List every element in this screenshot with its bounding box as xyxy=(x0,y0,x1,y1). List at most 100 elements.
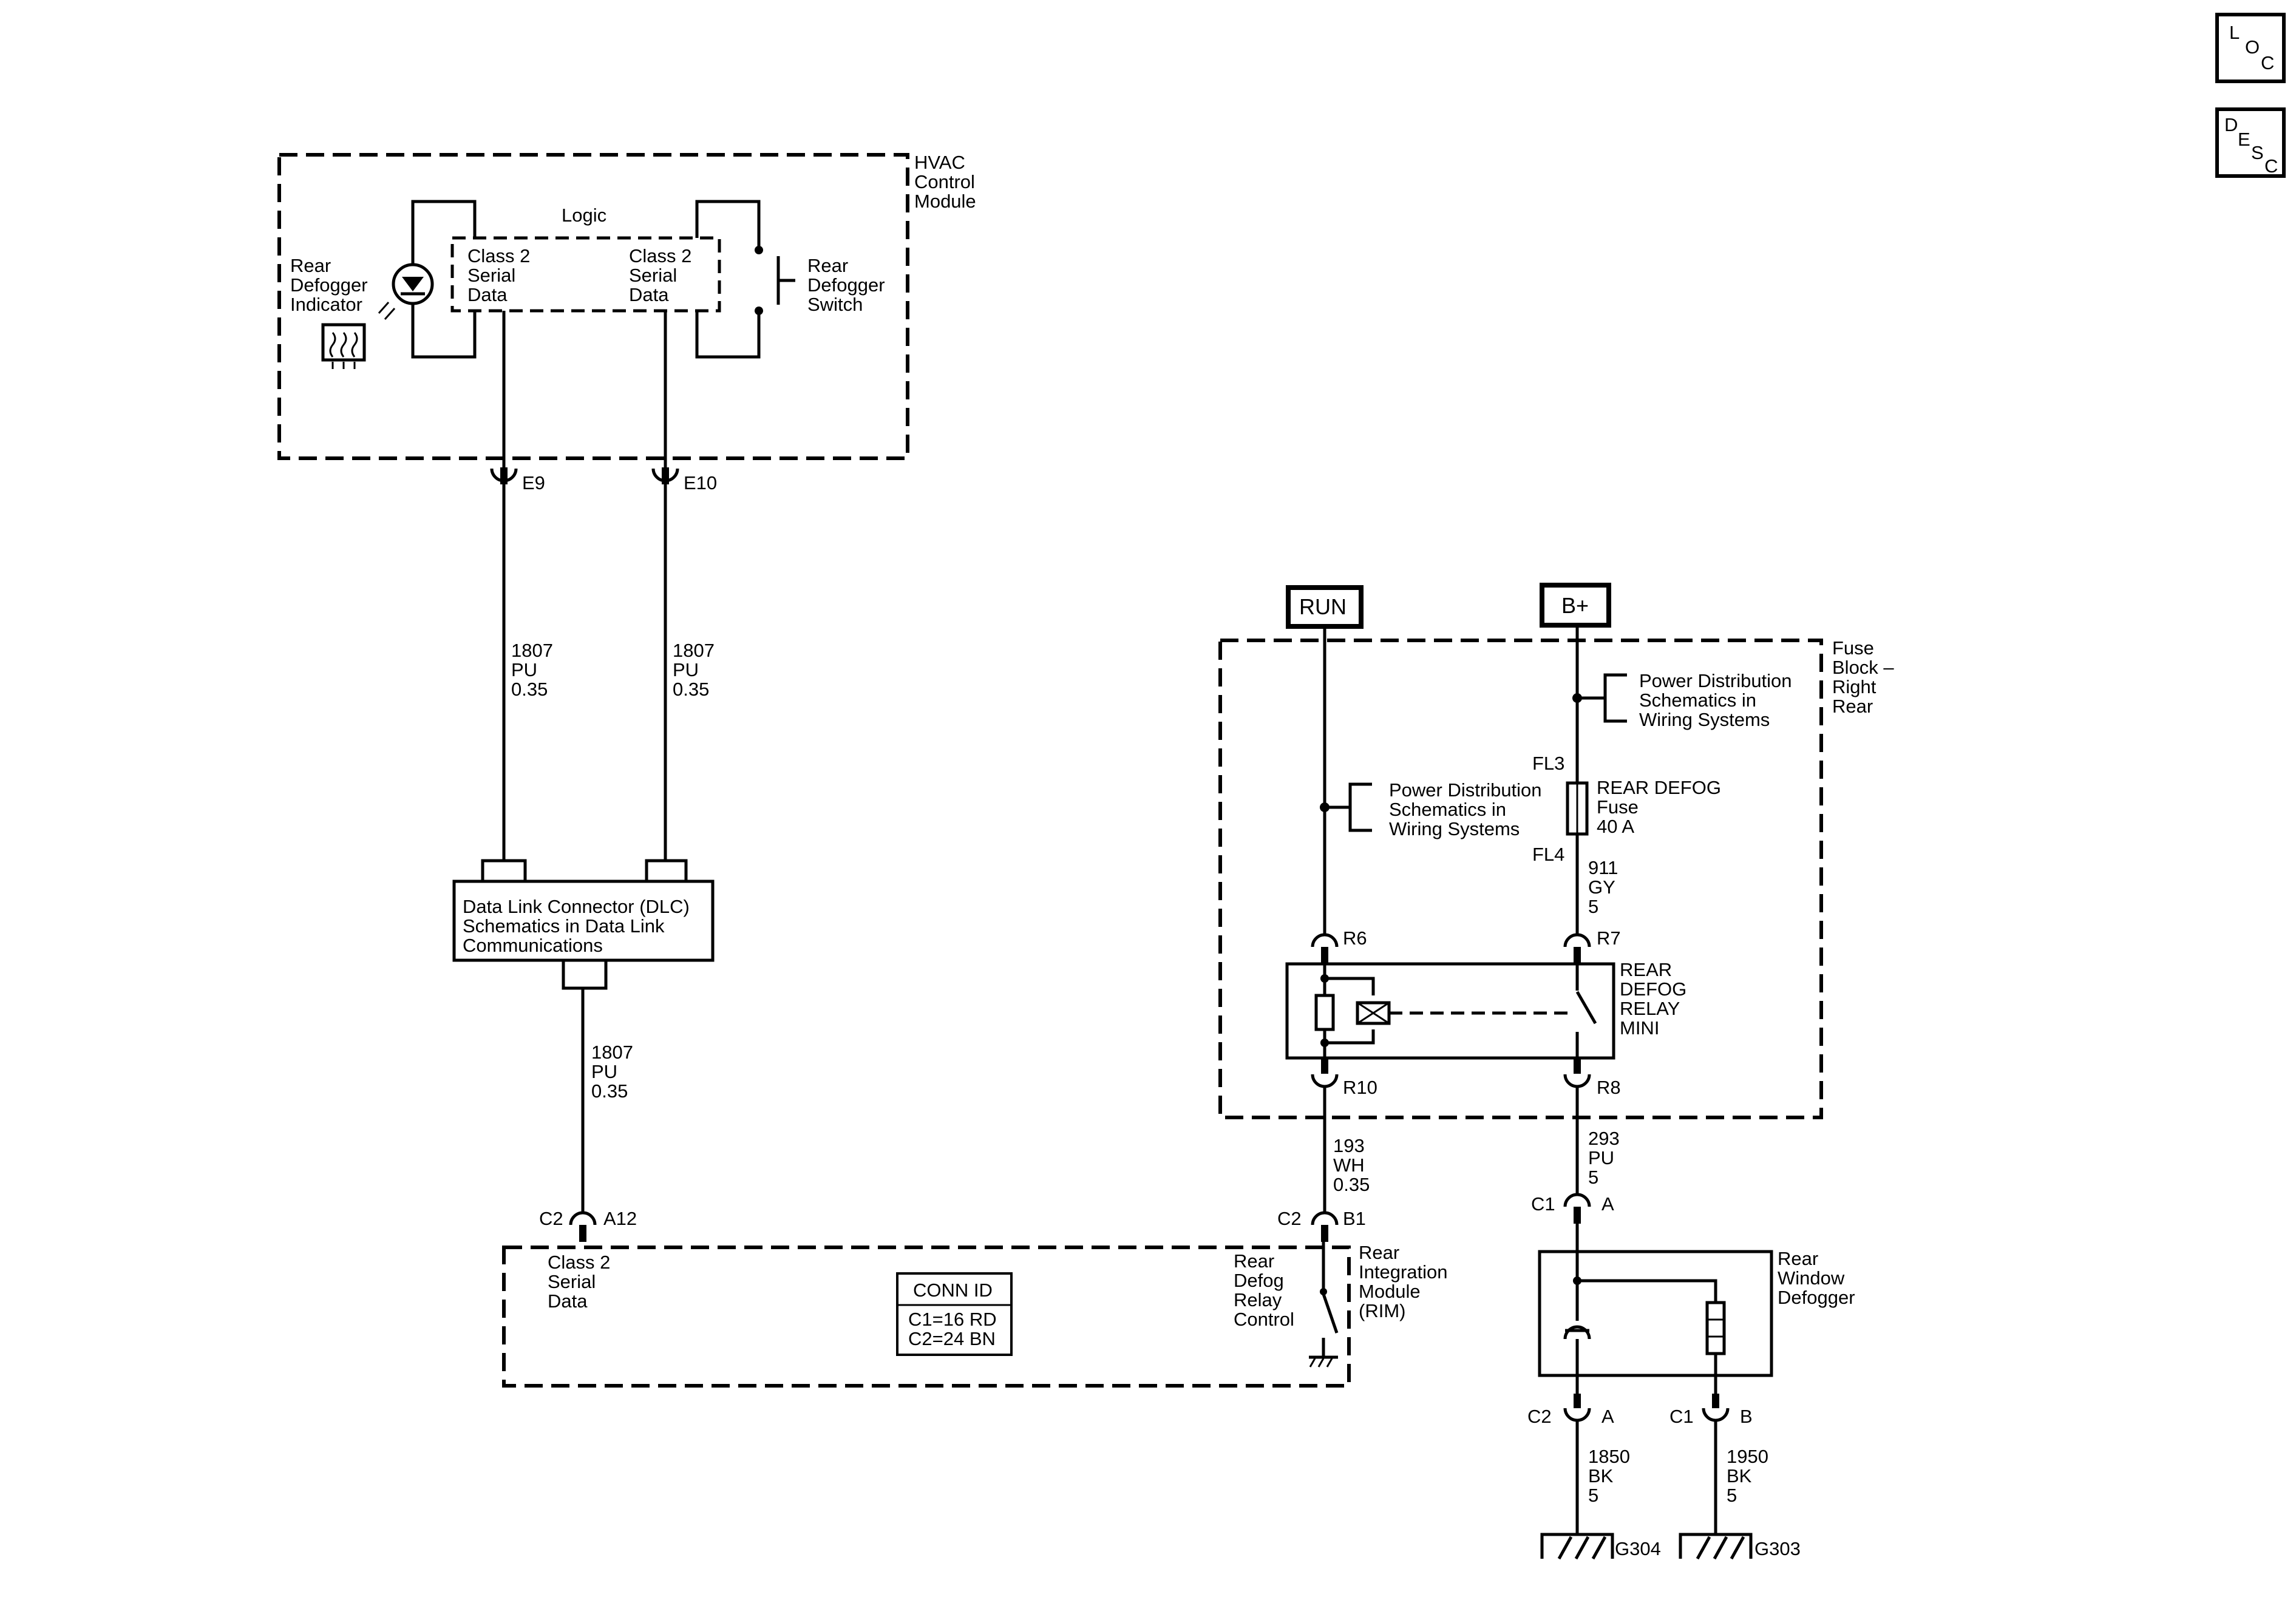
desc-button[interactable]: D E S C xyxy=(2215,107,2286,178)
wire-1850-line3: 5 xyxy=(1588,1485,1598,1506)
c2-a12-connector-label: C2 xyxy=(539,1208,563,1229)
wire-911-line3: 5 xyxy=(1588,896,1598,917)
wire-1807-right-line3: 0.35 xyxy=(673,679,709,700)
connector-r7: R7 xyxy=(1563,927,1621,964)
a12-pin-label: A12 xyxy=(603,1208,637,1229)
connector-c2-b1: C2 B1 xyxy=(1277,1208,1366,1242)
fuse-block-title-line2: Block – xyxy=(1832,657,1894,678)
c1-a-connector-label: C1 xyxy=(1531,1193,1555,1215)
dlc-reference-box[interactable]: Data Link Connector (DLC) Schematics in … xyxy=(452,880,715,962)
desc-letter-s: S xyxy=(2251,142,2264,163)
connector-c1-b: C1 B xyxy=(1669,1394,1753,1427)
conn-id-table: CONN ID C1=16 RD C2=24 BN xyxy=(896,1272,1013,1356)
defogger-title-line3: Defogger xyxy=(1778,1287,1855,1308)
relay-resistor-icon xyxy=(1314,994,1335,1031)
logic-box xyxy=(450,236,721,313)
conn-id-row2: C2=24 BN xyxy=(908,1328,996,1349)
rim-title-line4: (RIM) xyxy=(1359,1300,1405,1321)
c1-b-connector-label: C1 xyxy=(1669,1406,1694,1427)
rim-class2-line3: Data xyxy=(548,1290,588,1312)
loc-letter-c: C xyxy=(2261,52,2274,73)
class2-left-line2: Serial xyxy=(467,265,515,286)
wire-1807-right-line2: PU xyxy=(673,659,699,680)
dlc-line1: Data Link Connector (DLC) xyxy=(463,896,690,917)
c2-a-pin-label: A xyxy=(1601,1406,1614,1427)
desc-letter-d: D xyxy=(2224,114,2238,135)
pd-right-line2: Schematics in xyxy=(1639,690,1756,711)
wire-1807-lower-line2: PU xyxy=(591,1061,617,1082)
defogger-title-line1: Rear xyxy=(1778,1248,1818,1269)
hvac-title-line2: Control xyxy=(914,171,975,192)
fl4-label: FL4 xyxy=(1532,844,1564,865)
dlc-line3: Communications xyxy=(463,935,603,956)
indicator-label-line2: Defogger xyxy=(290,274,368,296)
switch-label-line3: Switch xyxy=(807,294,863,315)
wire-193-line3: 0.35 xyxy=(1333,1174,1370,1195)
dlc-line2: Schematics in Data Link xyxy=(463,915,665,937)
rear-window-defogger xyxy=(1538,1224,1773,1377)
wire-293-line2: PU xyxy=(1588,1147,1614,1168)
conn-id-title: CONN ID xyxy=(913,1280,993,1301)
wire-1850-line1: 1850 xyxy=(1588,1446,1630,1467)
rear-defog-relay xyxy=(1285,962,1615,1060)
r8-label: R8 xyxy=(1597,1077,1621,1098)
hvac-control-module: HVAC Control Module Logic Class 2 Serial… xyxy=(277,152,976,467)
pin-e10-label: E10 xyxy=(684,472,717,493)
pin-e9-label: E9 xyxy=(522,472,545,493)
relay-coil-icon xyxy=(1356,1001,1391,1025)
rim-relay-switch-icon xyxy=(1322,1293,1339,1334)
connector-r6: R6 xyxy=(1311,927,1367,964)
class2-left-line3: Data xyxy=(467,284,508,305)
r6-label: R6 xyxy=(1343,927,1367,949)
rear-defogger-symbol-icon xyxy=(321,323,366,369)
connector-c2-a: C2 A xyxy=(1527,1394,1614,1427)
rim-ground-icon xyxy=(1309,1355,1338,1368)
rim-title-line1: Rear xyxy=(1359,1242,1399,1263)
connector-r8: R8 xyxy=(1563,1058,1621,1098)
connector-e10: E10 xyxy=(651,467,717,493)
class2-right-line1: Class 2 xyxy=(629,245,691,266)
wire-1950-line3: 5 xyxy=(1727,1485,1737,1506)
wire-1807-lower-line1: 1807 xyxy=(591,1042,633,1063)
wire-1950-line2: BK xyxy=(1727,1465,1752,1486)
r10-label: R10 xyxy=(1343,1077,1377,1098)
r7-label: R7 xyxy=(1597,927,1621,949)
bplus-label: B+ xyxy=(1561,593,1589,618)
relay-label-line4: MINI xyxy=(1620,1017,1659,1039)
pd-left-line2: Schematics in xyxy=(1389,799,1506,820)
c1-a-pin-label: A xyxy=(1601,1193,1614,1215)
defogger-title-line2: Window xyxy=(1778,1267,1845,1289)
pd-bracket-left xyxy=(1348,782,1372,832)
loc-letter-l: L xyxy=(2229,22,2240,43)
desc-letter-c: C xyxy=(2264,155,2278,177)
connector-e9: E9 xyxy=(490,467,545,493)
rim-class2-line1: Class 2 xyxy=(548,1252,610,1273)
b1-pin-label: B1 xyxy=(1343,1208,1366,1229)
rear-defogger-indicator-led-icon xyxy=(378,263,434,320)
run-label: RUN xyxy=(1299,594,1347,619)
conn-id-row1: C1=16 RD xyxy=(908,1309,997,1330)
pd-left-line3: Wiring Systems xyxy=(1389,818,1520,839)
loc-button[interactable]: L O C xyxy=(2215,13,2286,83)
c2-b1-connector-label: C2 xyxy=(1277,1208,1302,1229)
relay-label-line1: REAR xyxy=(1620,959,1672,980)
g304-label: G304 xyxy=(1615,1538,1661,1559)
indicator-label-line3: Indicator xyxy=(290,294,362,315)
wire-1807-left-line1: 1807 xyxy=(511,640,553,661)
wire-1950-line1: 1950 xyxy=(1727,1446,1768,1467)
indicator-label-line1: Rear xyxy=(290,255,331,276)
fl3-label: FL3 xyxy=(1532,753,1564,774)
fuse-block-right-rear: Fuse Block – Right Rear Power Distributi… xyxy=(1218,625,1894,1119)
class2-right-line2: Serial xyxy=(629,265,677,286)
wire-1807-right-line1: 1807 xyxy=(673,640,715,661)
connector-r10: R10 xyxy=(1311,1058,1377,1098)
wire-911-line1: 911 xyxy=(1588,857,1618,878)
connector-c2-a12: C2 A12 xyxy=(539,1208,637,1242)
relay-control-line3: Relay xyxy=(1234,1289,1282,1310)
class2-left-line1: Class 2 xyxy=(467,245,530,266)
hvac-title-line1: HVAC xyxy=(914,152,965,173)
relay-control-line1: Rear xyxy=(1234,1250,1274,1272)
pd-right-line3: Wiring Systems xyxy=(1639,709,1770,730)
pd-left-line1: Power Distribution xyxy=(1389,779,1542,801)
